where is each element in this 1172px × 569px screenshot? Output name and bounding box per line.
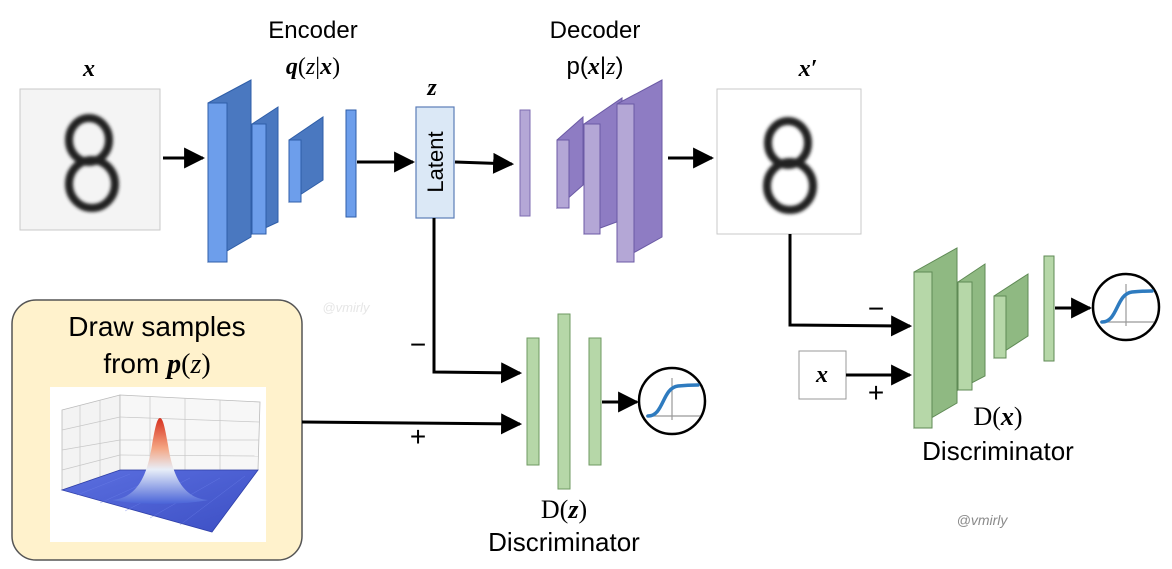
discriminator-z-layer-1 xyxy=(526,337,540,466)
discriminator-x-plus: + xyxy=(868,377,884,408)
input-image xyxy=(19,88,161,231)
latent-to-discriminator-z-arrow xyxy=(432,218,523,384)
discriminator-z-layer-2 xyxy=(557,313,571,490)
output-x-prime-label: x′ xyxy=(798,56,818,82)
gaussian-surface-plot xyxy=(50,387,266,542)
discriminator-x-network xyxy=(913,247,1055,429)
prior-box-line-2: from p(z) xyxy=(103,348,210,380)
output-to-discriminator-x-arrow xyxy=(788,234,913,337)
latent-box xyxy=(415,106,455,219)
input-x-label: x xyxy=(82,56,95,82)
decoder-network xyxy=(519,79,663,263)
discriminator-x-title: Discriminator xyxy=(922,436,1074,466)
encoder-formula: q(z|x) xyxy=(286,54,340,80)
discriminator-z-plus: + xyxy=(410,421,426,452)
prior-box-line-1: Draw samples xyxy=(68,311,245,342)
discriminator-x-minus: − xyxy=(868,293,884,324)
discriminator-z-network xyxy=(526,313,602,490)
discriminator-z-title: Discriminator xyxy=(488,527,640,557)
discriminator-z-minus: − xyxy=(410,329,426,360)
output-image xyxy=(716,88,862,235)
real-x-input-label: x xyxy=(815,362,828,388)
real-x-input-box xyxy=(798,350,847,400)
latent-box-text: Latent xyxy=(423,131,448,192)
discriminator-z-formula: D(z) xyxy=(541,495,587,524)
watermark-visible: @vmirly xyxy=(957,512,1009,528)
watermark-faint: @vmirly xyxy=(322,300,371,315)
sigmoid-icon-z xyxy=(637,366,707,436)
latent-z-label: z xyxy=(426,75,437,101)
latent-to-decoder-arrow xyxy=(454,152,515,174)
discriminator-x-formula: D(x) xyxy=(973,402,1022,431)
discriminator-x-dense-layer xyxy=(1043,255,1055,362)
encoder-dense-layer xyxy=(345,109,357,218)
prior-to-discriminator-z-arrow xyxy=(301,413,523,435)
decoder-dense-layer xyxy=(519,109,531,217)
encoder-network xyxy=(207,79,357,263)
encoder-title: Encoder xyxy=(268,17,357,44)
prior-sample-box: Draw samples from p(z) xyxy=(11,299,303,561)
discriminator-z-layer-3 xyxy=(588,337,602,466)
sigmoid-icon-x xyxy=(1091,272,1161,342)
input-digit-eight xyxy=(65,114,119,212)
decoder-formula: p(x|z) xyxy=(567,53,624,80)
decoder-title: Decoder xyxy=(550,17,641,44)
output-digit-eight xyxy=(763,117,817,214)
